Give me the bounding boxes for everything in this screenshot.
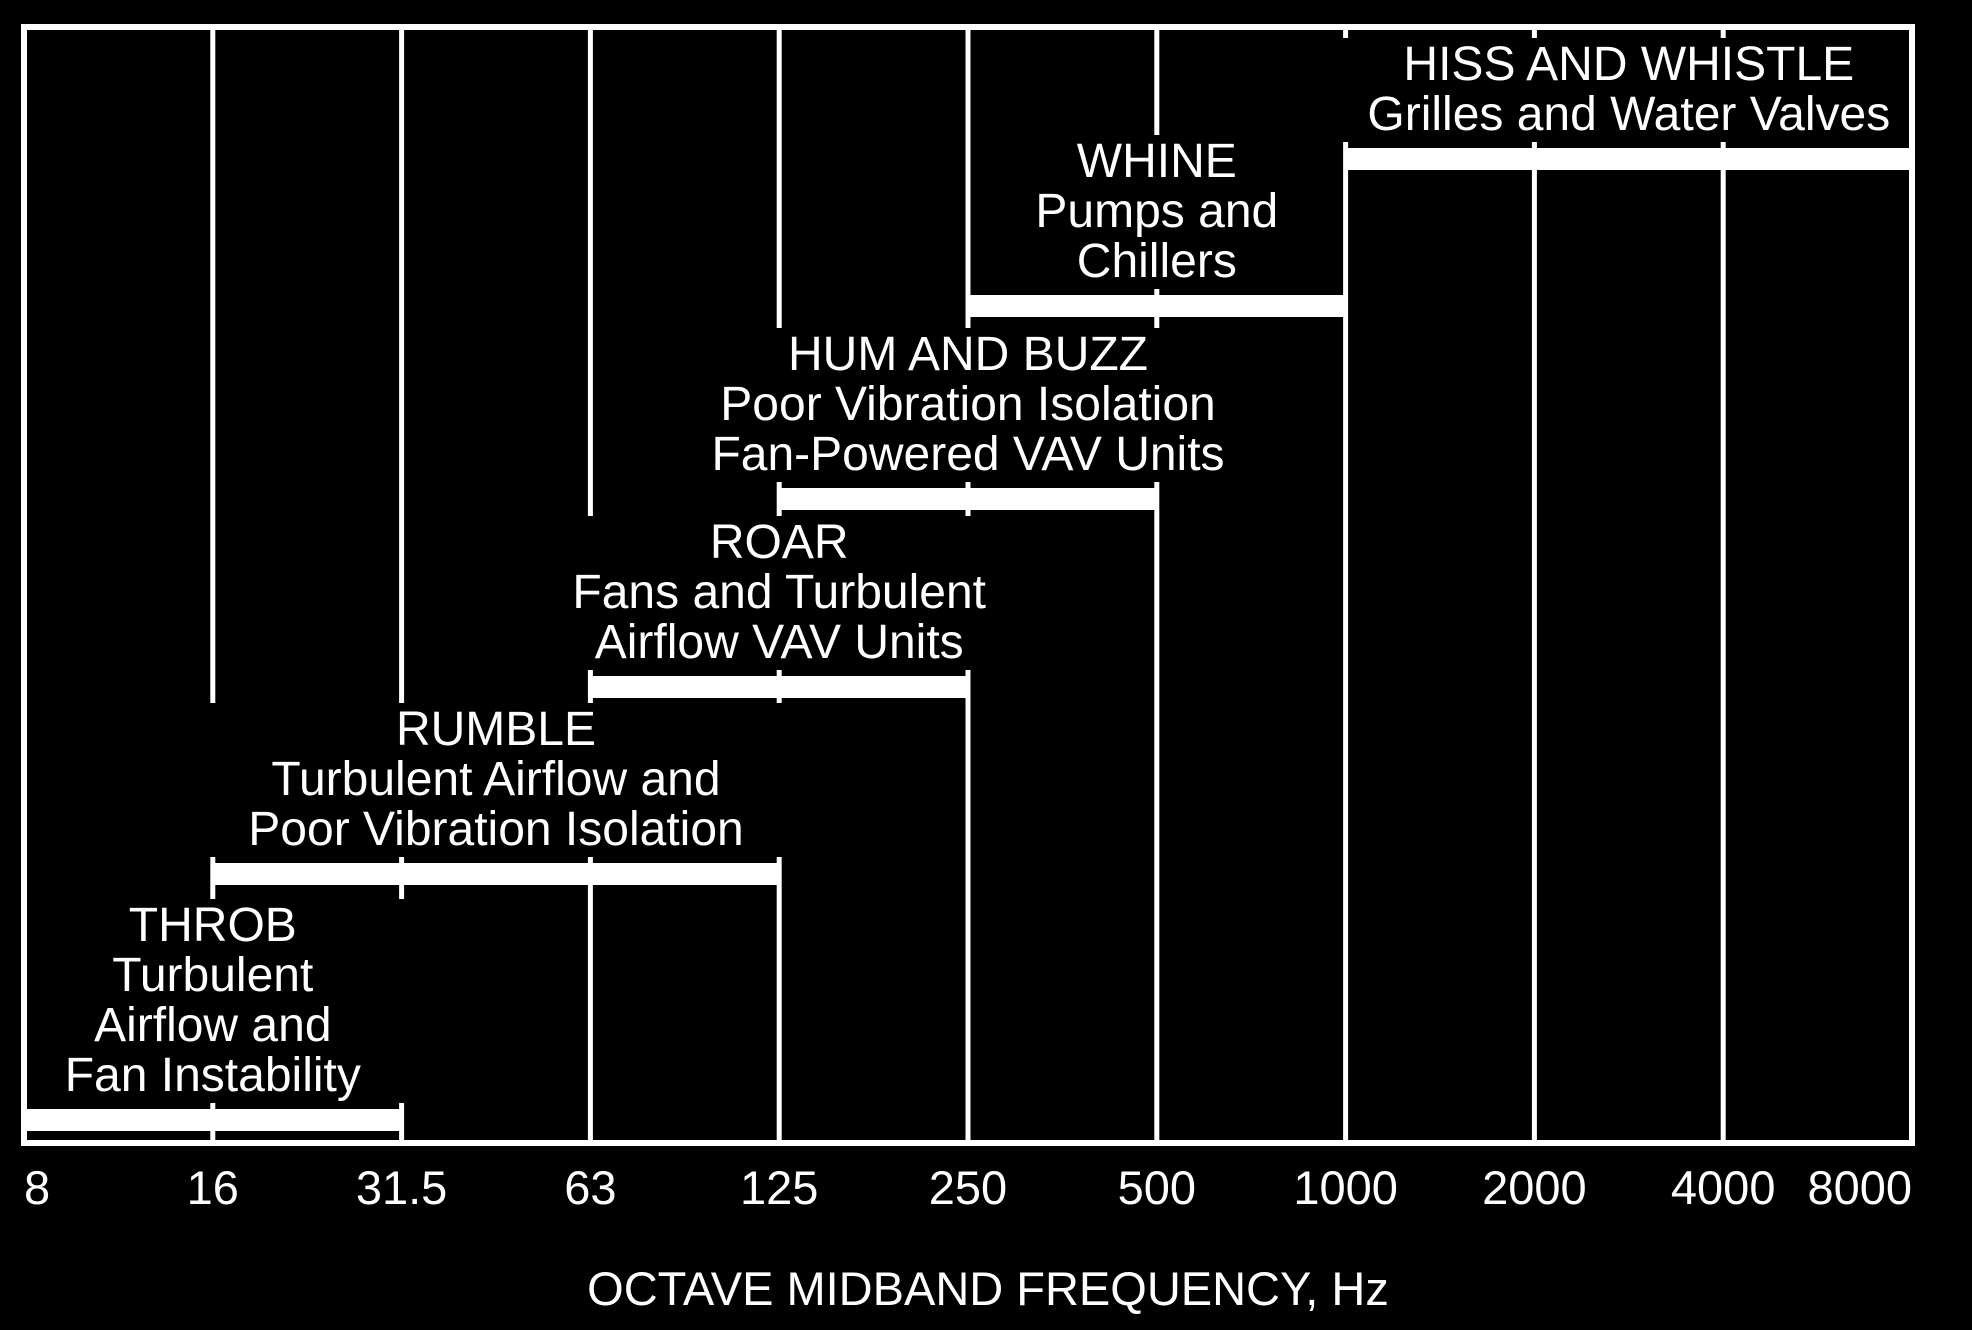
x-tick-label: 31.5 — [356, 1161, 447, 1214]
x-axis-title: OCTAVE MIDBAND FREQUENCY, Hz — [587, 1262, 1389, 1315]
x-tick-labels: 8 16 31.5 63 125 250 500 1000 2000 4000 8000 — [24, 1161, 1912, 1214]
band-title: WHINE — [1077, 135, 1237, 188]
x-tick-label: 125 — [740, 1161, 818, 1214]
band-description-line: Turbulent Airflow and — [271, 753, 720, 806]
band-description-line: Airflow VAV Units — [595, 616, 964, 669]
band-bar — [1345, 148, 1912, 170]
x-tick-label: 4000 — [1671, 1161, 1776, 1214]
band-description-line: Chillers — [1077, 235, 1237, 288]
band-description-line: Airflow and — [94, 999, 331, 1052]
band-bar — [779, 488, 1157, 510]
band-bar — [24, 1109, 402, 1131]
band-bar — [590, 676, 968, 698]
band-description-line: Grilles and Water Valves — [1367, 88, 1890, 141]
x-tick-label: 8000 — [1807, 1161, 1912, 1214]
band-title: RUMBLE — [396, 703, 596, 756]
band-description-line: Fan Instability — [65, 1049, 361, 1102]
x-tick-label: 63 — [564, 1161, 616, 1214]
band-title: ROAR — [710, 516, 849, 569]
band-description-line: Poor Vibration Isolation — [248, 803, 743, 856]
band-description-line: Pumps and — [1035, 185, 1278, 238]
x-tick-label: 16 — [187, 1161, 239, 1214]
band-bar — [212, 863, 780, 885]
band-title: THROB — [129, 899, 297, 952]
x-tick-label: 8 — [24, 1161, 50, 1214]
plot-frame — [21, 24, 1915, 1146]
x-tick-label: 2000 — [1482, 1161, 1587, 1214]
band-description-line: Fan-Powered VAV Units — [711, 428, 1224, 481]
band-title: HISS AND WHISTLE — [1403, 38, 1854, 91]
band-description-line: Poor Vibration Isolation — [720, 378, 1215, 431]
x-tick-label: 250 — [929, 1161, 1007, 1214]
x-tick-label: 1000 — [1293, 1161, 1398, 1214]
band-description-line: Turbulent — [112, 949, 313, 1002]
band-title: HUM AND BUZZ — [788, 328, 1148, 381]
band-bar — [968, 295, 1346, 317]
band-description-line: Fans and Turbulent — [572, 566, 986, 619]
x-tick-label: 500 — [1118, 1161, 1196, 1214]
